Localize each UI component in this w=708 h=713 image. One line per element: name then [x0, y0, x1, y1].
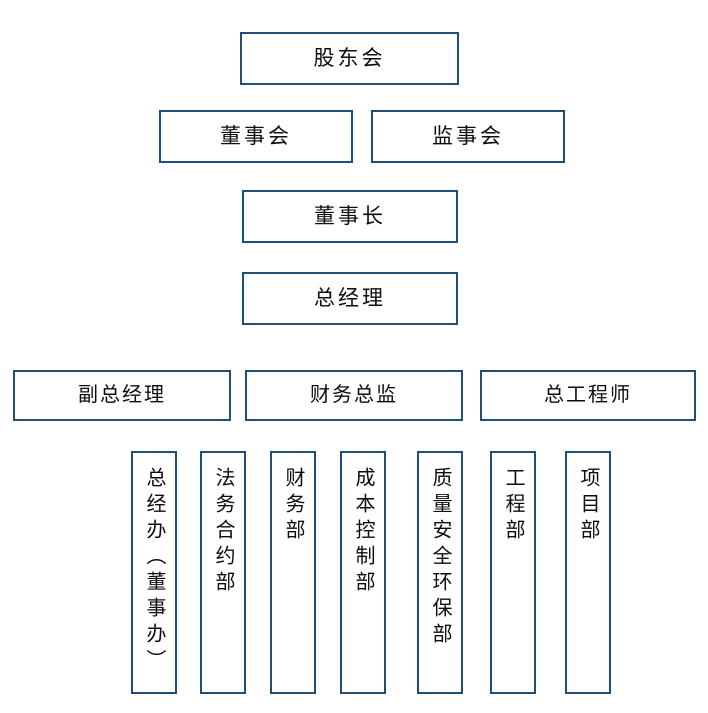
node-label: 总经办（董事办）: [143, 467, 165, 675]
node-label: 副总经理: [78, 384, 166, 406]
node-chief-financial-officer: 财务总监: [245, 370, 463, 421]
node-chairman: 董事长: [242, 190, 458, 243]
node-label: 财务总监: [310, 384, 398, 406]
node-deputy-general-manager: 副总经理: [13, 370, 231, 421]
node-board-of-supervisors: 监事会: [371, 110, 565, 163]
node-label: 监事会: [432, 124, 504, 149]
node-chief-engineer: 总工程师: [480, 370, 696, 421]
node-general-manager: 总经理: [242, 272, 458, 325]
node-label: 法务合约部: [212, 467, 234, 597]
node-finance-dept: 财务部: [270, 451, 316, 694]
node-label: 总工程师: [544, 384, 632, 406]
node-legal-contract-dept: 法务合约部: [200, 451, 246, 694]
node-label: 董事会: [220, 124, 292, 149]
node-label: 财务部: [282, 467, 304, 545]
node-quality-safety-env-dept: 质量安全环保部: [417, 451, 463, 694]
node-board-of-directors: 董事会: [159, 110, 353, 163]
node-label: 股东会: [313, 46, 386, 71]
node-label: 总经理: [314, 286, 386, 311]
node-engineering-dept: 工程部: [490, 451, 536, 694]
node-label: 董事长: [314, 204, 386, 229]
node-project-dept: 项目部: [565, 451, 611, 694]
node-cost-control-dept: 成本控制部: [340, 451, 386, 694]
node-gm-office: 总经办（董事办）: [131, 451, 177, 694]
node-label: 项目部: [577, 467, 599, 545]
node-label: 工程部: [502, 467, 524, 545]
node-label: 成本控制部: [352, 467, 374, 597]
node-shareholders-meeting: 股东会: [240, 32, 459, 85]
node-label: 质量安全环保部: [429, 467, 451, 649]
